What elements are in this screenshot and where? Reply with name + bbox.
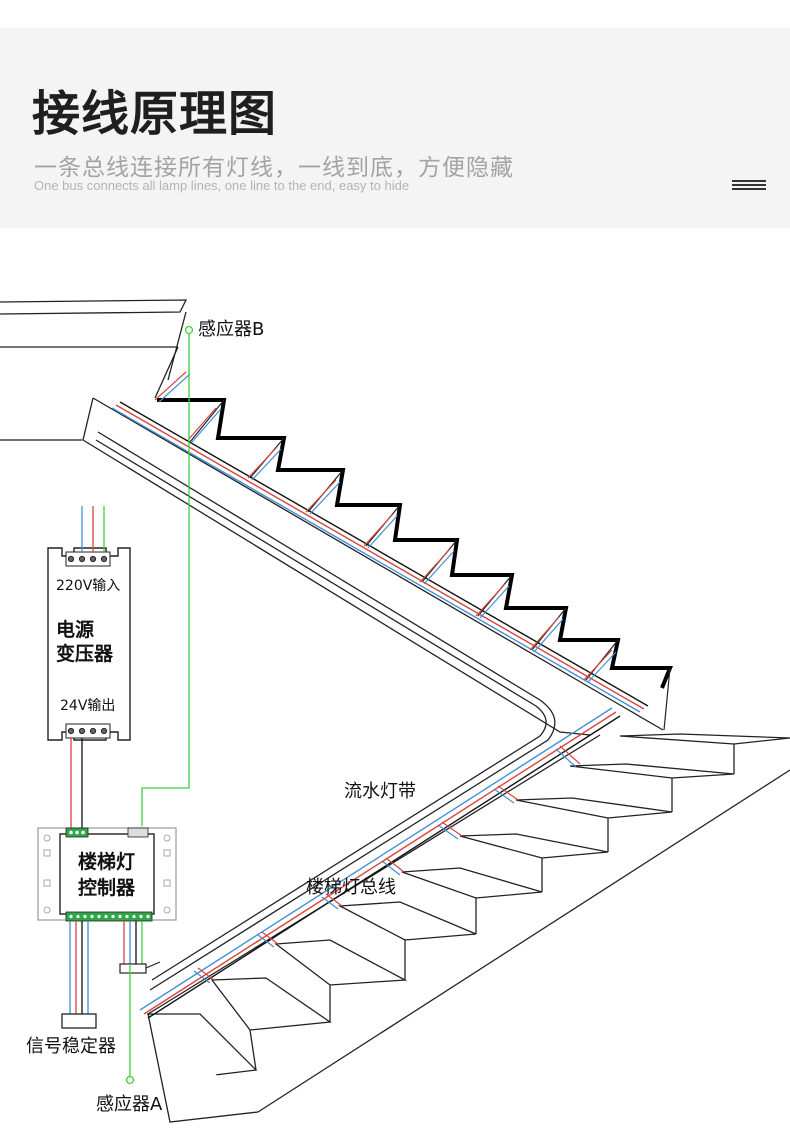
bus-connector xyxy=(119,963,147,974)
menu-icon[interactable] xyxy=(732,180,766,190)
ac-input-wires xyxy=(81,506,105,552)
controller-name-line2: 控制器 xyxy=(78,876,136,899)
controller-name-line1: 楼梯灯 xyxy=(78,850,135,873)
sensor-b-wire xyxy=(141,325,194,826)
input-terminals xyxy=(65,551,111,567)
power-name-line1: 电源 xyxy=(56,618,94,641)
top-strip xyxy=(0,0,790,28)
output-terminals xyxy=(65,723,111,739)
power-output-label: 24V输出 xyxy=(60,698,115,714)
power-name-line2: 变压器 xyxy=(56,642,114,665)
power-input-label: 220V输入 xyxy=(56,578,120,594)
upper-bus-wires xyxy=(111,401,649,713)
power-transformer xyxy=(47,547,131,741)
wiring-diagram: 感应器B 220V输入 电源 变压器 24V输出 楼梯灯 控制器 流水灯带 楼梯… xyxy=(0,299,790,1123)
sensor-a-wire xyxy=(125,964,135,1085)
flow-strip-label: 流水灯带 xyxy=(344,781,416,802)
lower-branch-wires xyxy=(193,745,581,984)
upper-stair-treads xyxy=(157,398,673,689)
upper-floor xyxy=(0,299,188,441)
page-title: 接线原理图 xyxy=(32,86,278,142)
sensor-b-label: 感应器B xyxy=(198,319,264,340)
lower-bus-wires xyxy=(139,707,621,1019)
page-subtitle: 一条总线连接所有灯线，一线到底，方便隐藏 xyxy=(34,155,514,181)
dc-output-wires xyxy=(70,738,83,828)
page-subtitle-english: One bus connects all lamp lines, one lin… xyxy=(34,178,410,193)
header-banner: 接线原理图 一条总线连接所有灯线，一线到底，方便隐藏 One bus conne… xyxy=(0,0,790,228)
signal-stabilizer-box xyxy=(61,1013,97,1029)
controller-output-wires xyxy=(69,921,143,1014)
upper-stair-risers xyxy=(189,399,671,731)
lower-stair xyxy=(146,733,790,1123)
upper-stair xyxy=(82,397,664,991)
stair-light-controller xyxy=(37,827,177,922)
stabilizer-label: 信号稳定器 xyxy=(26,1036,116,1057)
sensor-a-label: 感应器A xyxy=(96,1094,163,1115)
bus-line-label: 楼梯灯总线 xyxy=(306,877,396,898)
upper-branch-wires xyxy=(154,371,617,683)
lower-stair-outline xyxy=(147,734,790,1113)
bus-connector-lead xyxy=(145,961,161,969)
